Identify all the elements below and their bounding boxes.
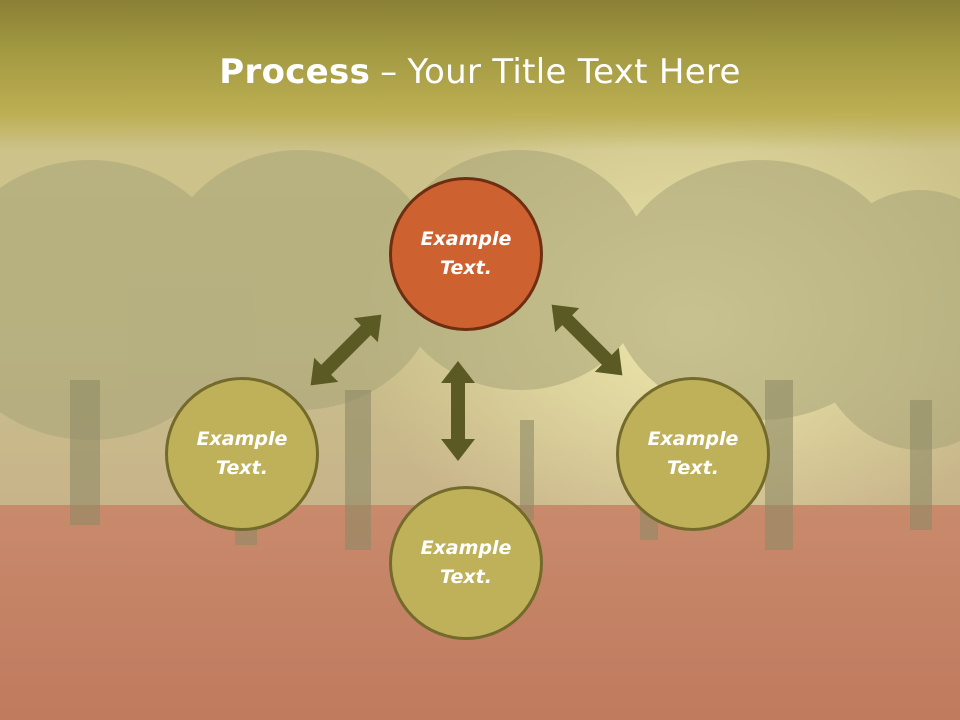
node-top-label: Example Text. — [420, 228, 512, 279]
node-top: Example Text. — [389, 177, 543, 331]
node-right: Example Text. — [616, 377, 770, 531]
node-right-label: Example Text. — [647, 428, 739, 479]
title-separator: – — [380, 52, 398, 92]
slide-title: Process–Your Title Text Here — [0, 52, 960, 92]
node-bottom: Example Text. — [389, 486, 543, 640]
title-rest: Your Title Text Here — [407, 52, 741, 92]
node-left: Example Text. — [165, 377, 319, 531]
node-left-label: Example Text. — [196, 428, 288, 479]
title-band — [0, 0, 960, 150]
title-bold: Process — [219, 52, 371, 92]
node-bottom-label: Example Text. — [420, 537, 512, 588]
